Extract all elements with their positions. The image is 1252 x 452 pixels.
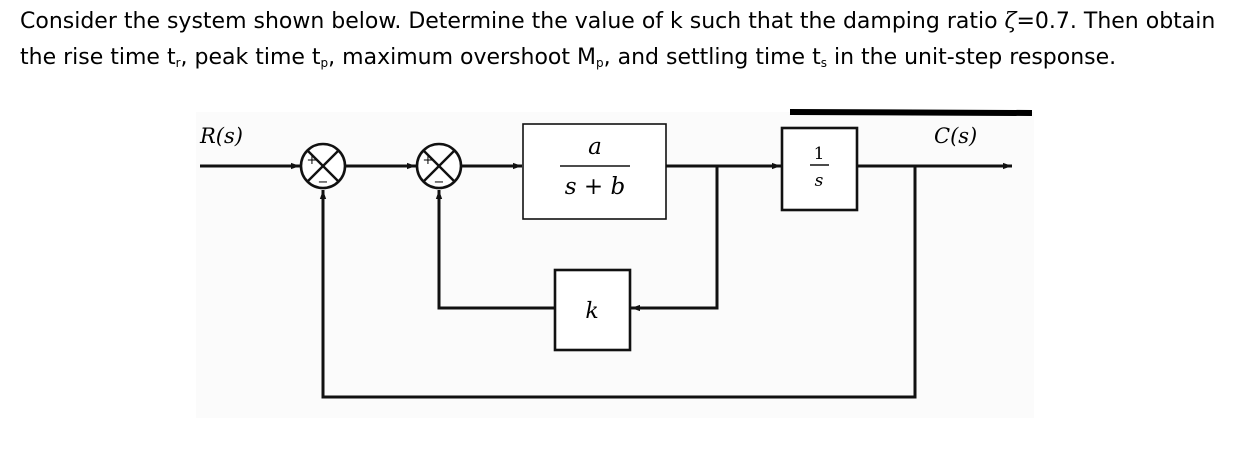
integrator-numerator: 1: [814, 144, 825, 164]
plant-denominator: s + b: [565, 174, 625, 200]
problem-text-part-3: , peak time t: [180, 45, 321, 70]
inner-feedback-to-sum2-line: [435, 190, 555, 310]
peak-time-subscript: p: [320, 56, 329, 70]
sum2-minus-sign: −: [434, 175, 445, 190]
integrator-denominator: s: [815, 171, 824, 191]
inner-feedback-to-k-line: [631, 166, 719, 312]
problem-text-part-1: Consider the system shown below. Determi…: [20, 9, 1005, 34]
sum1-minus-sign: −: [318, 175, 329, 190]
problem-text-part-6: in the unit-step response.: [826, 45, 1117, 70]
input-label: R(s): [199, 124, 243, 148]
integrator-block: [780, 126, 859, 212]
problem-text-part-5: , and settling time t: [603, 45, 821, 70]
problem-text-part-2: =0.7. Then obtain the rise time t: [20, 9, 1216, 70]
problem-statement: Consider the system shown below. Determi…: [20, 4, 1240, 76]
settling-time-subscript: s: [820, 56, 827, 70]
sum2-plus-sign: +: [423, 153, 434, 168]
outer-feedback-line: [319, 166, 917, 399]
zeta-symbol: ζ: [1004, 9, 1017, 34]
plant-numerator: a: [588, 134, 602, 160]
output-label: C(s): [934, 124, 977, 148]
rise-time-subscript: r: [175, 56, 181, 70]
overshoot-subscript: p: [596, 56, 604, 70]
scan-edge-line: [789, 109, 1033, 116]
problem-text-part-4: , maximum overshoot M: [328, 45, 596, 70]
feedback-gain-block: [553, 268, 632, 352]
summing-junction-2: [415, 142, 463, 190]
feedback-gain-label: k: [585, 299, 598, 324]
sum1-plus-sign: +: [307, 153, 318, 168]
summing-junction-1: [299, 142, 347, 190]
plant-transfer-block: [522, 123, 667, 220]
